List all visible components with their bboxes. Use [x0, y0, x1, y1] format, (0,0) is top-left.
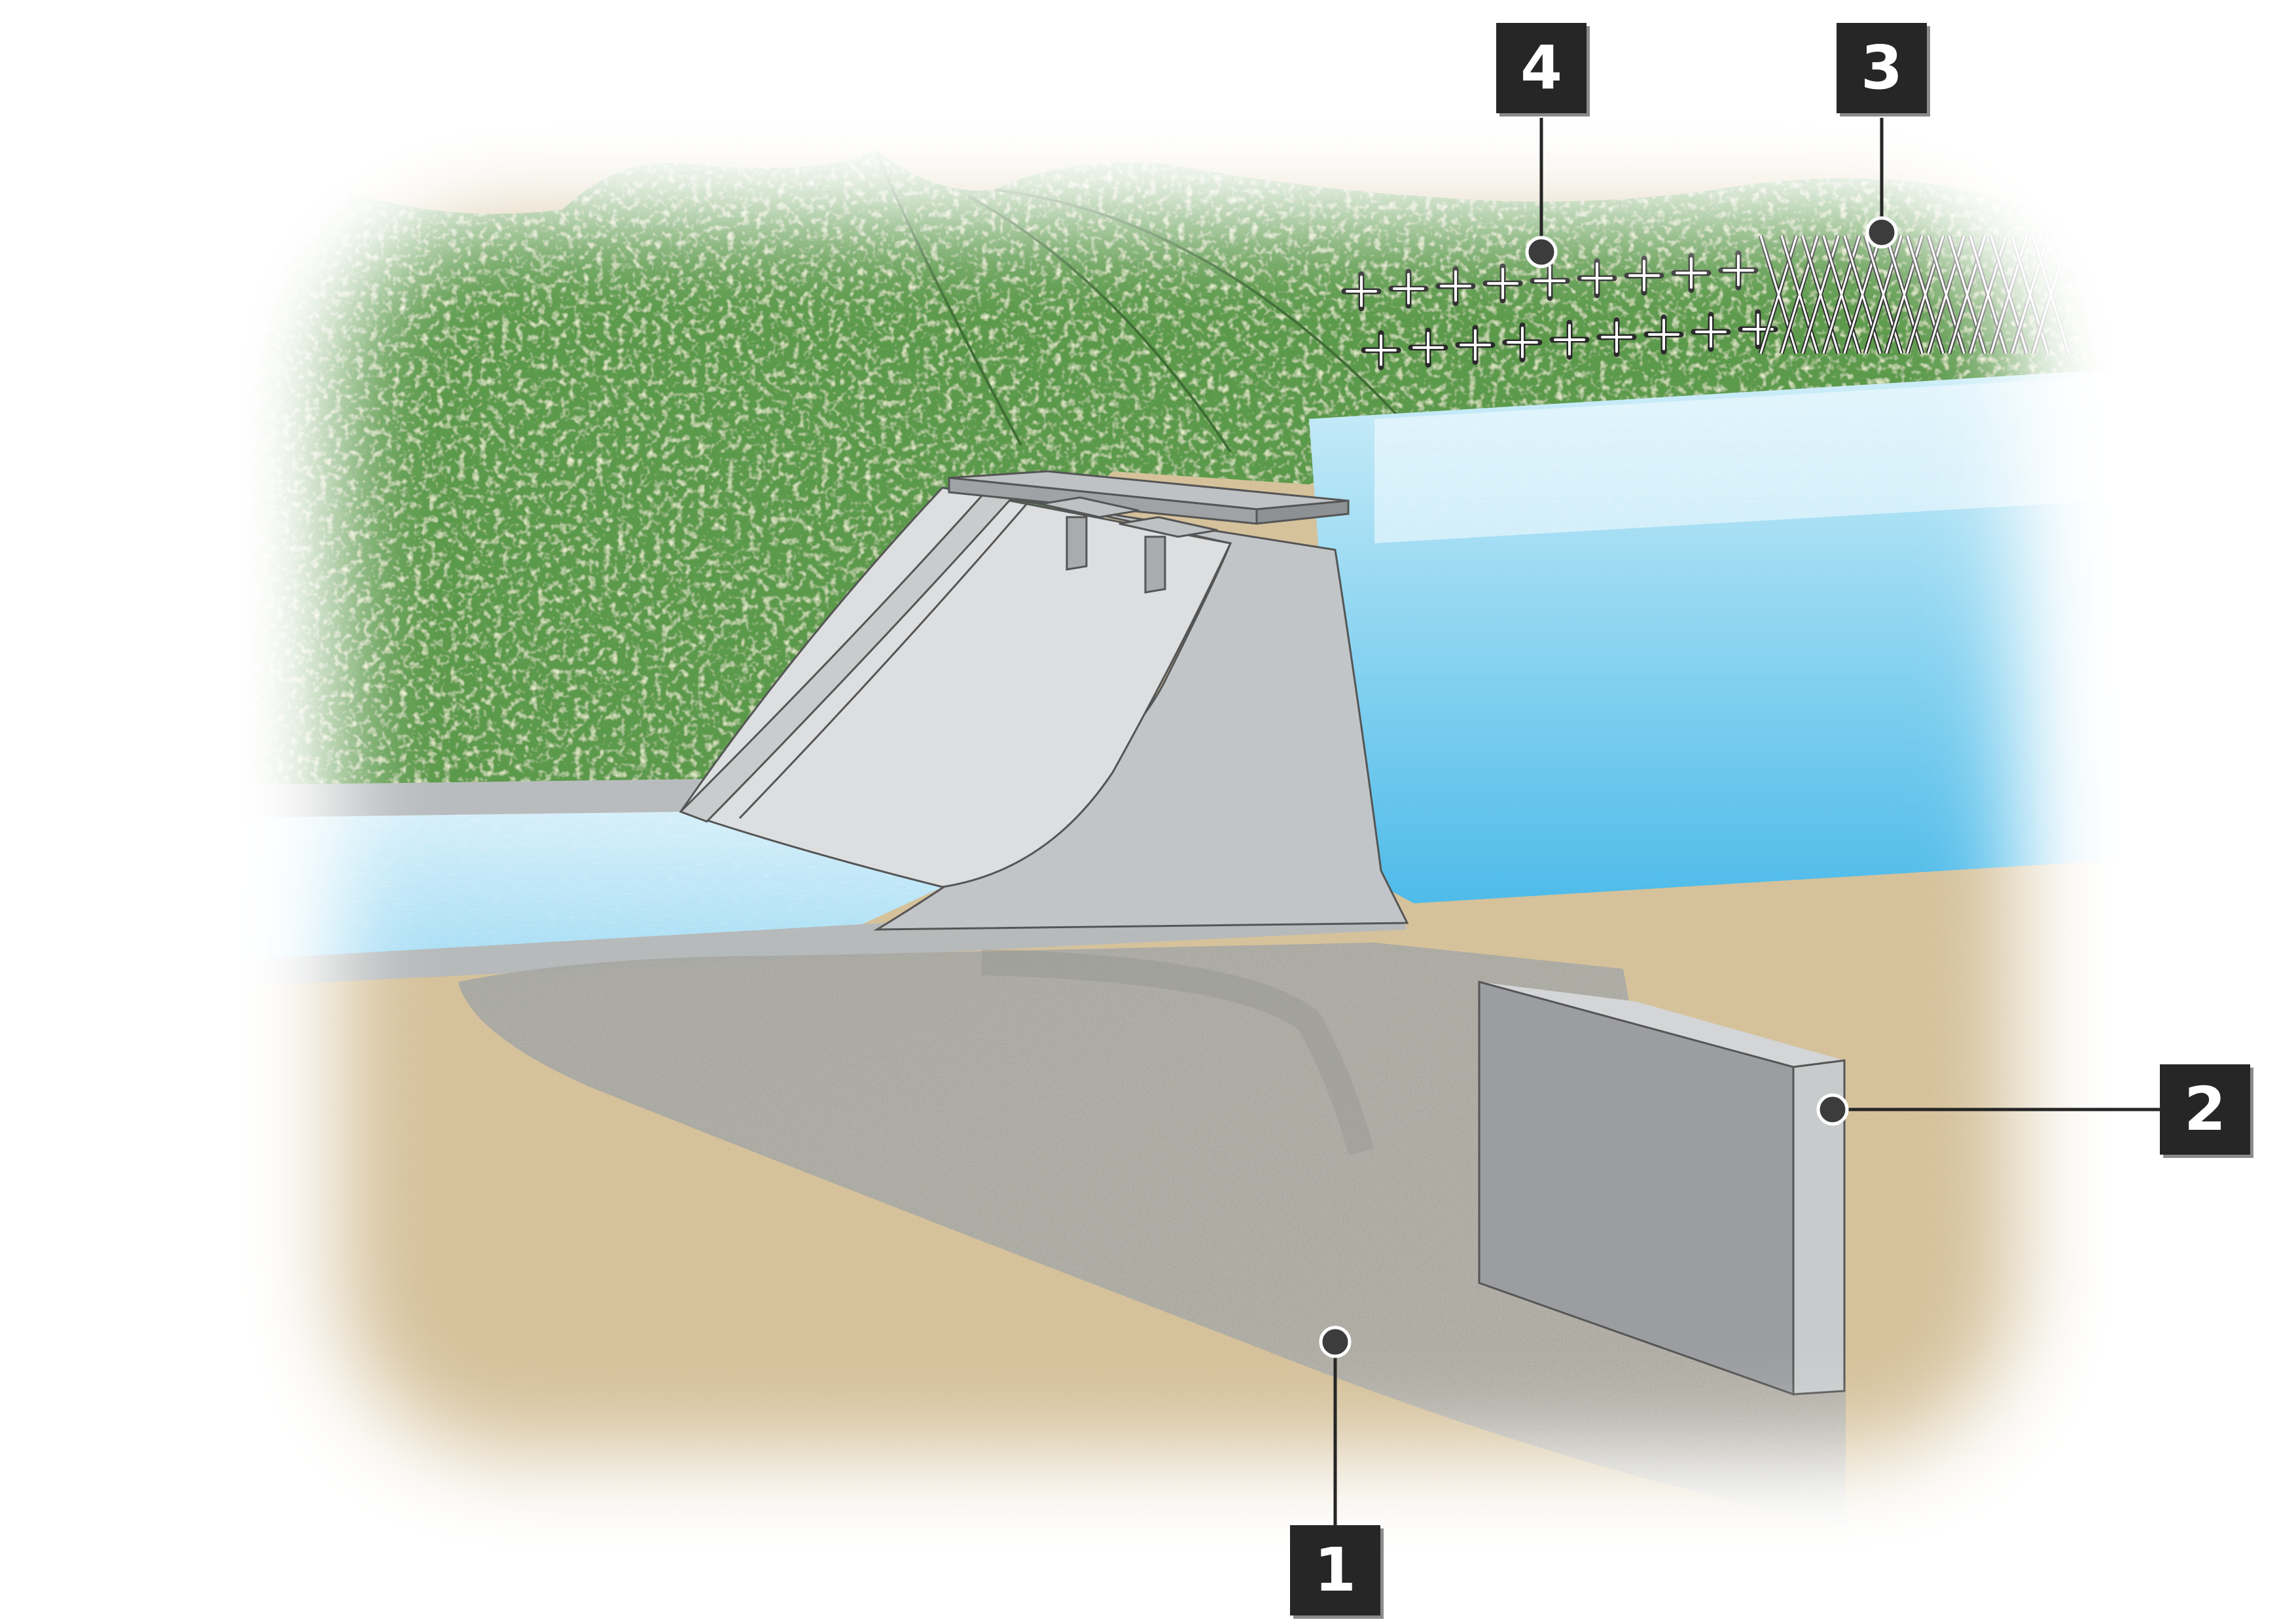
- callout-3: 3: [1837, 23, 1927, 113]
- leader-dots: [1319, 216, 1898, 1358]
- forested-hillside: [196, 151, 2160, 805]
- concrete-dam: [679, 470, 1409, 931]
- slope-anchors-highlight: [1346, 255, 1774, 366]
- leader-lines: [1333, 118, 2160, 1532]
- callout-2: 2: [2160, 1064, 2250, 1155]
- callout-1: 1: [1290, 1525, 1380, 1615]
- callout-4: 4: [1496, 23, 1587, 113]
- slope-protection-net: [1758, 234, 2072, 355]
- cutoff-wall: [1478, 981, 1846, 1396]
